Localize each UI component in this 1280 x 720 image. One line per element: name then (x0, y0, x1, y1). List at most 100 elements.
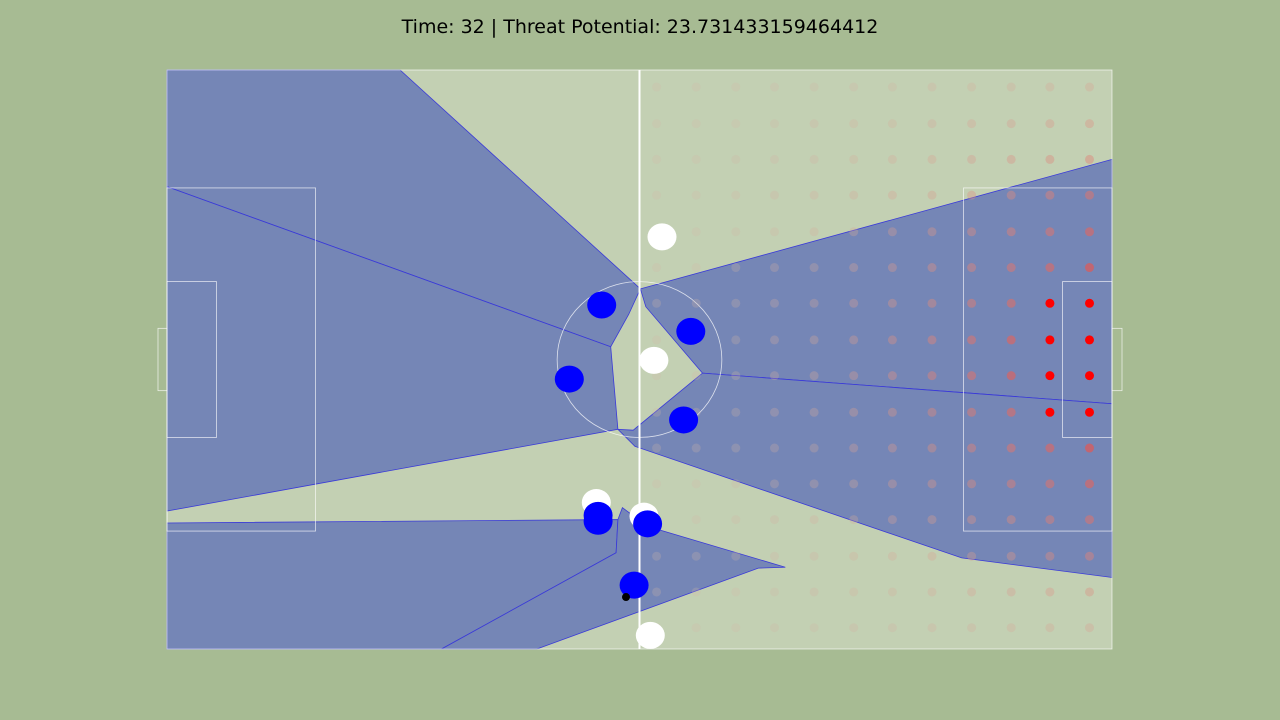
threat-cell (887, 479, 897, 489)
threat-cell (1085, 227, 1094, 237)
threat-cell (849, 154, 859, 164)
threat-cell (691, 515, 701, 525)
threat-cell (731, 263, 741, 273)
threat-cell (927, 623, 937, 633)
control-regions (166, 69, 1113, 650)
threat-cell (927, 587, 937, 597)
threat-cell (1045, 443, 1055, 453)
threat-cell (927, 551, 937, 561)
threat-cell (1045, 407, 1055, 417)
threat-cell (731, 479, 741, 489)
blue-player (587, 291, 617, 319)
threat-cell (731, 623, 741, 633)
threat-cell (809, 263, 819, 273)
threat-cell (691, 298, 701, 308)
threat-cell (1045, 587, 1055, 597)
threat-cell (967, 479, 977, 489)
threat-cell (1085, 298, 1094, 308)
threat-cell (809, 551, 819, 561)
threat-cell (849, 407, 859, 417)
threat-cell (1045, 82, 1055, 92)
threat-cell (809, 479, 819, 489)
threat-cell (849, 623, 859, 633)
threat-cell (927, 190, 937, 200)
white-player (647, 223, 677, 251)
blue-player (676, 317, 706, 345)
threat-cell (809, 623, 819, 633)
threat-cell (887, 190, 897, 200)
threat-cell (691, 119, 701, 129)
threat-cell (770, 82, 779, 92)
threat-cell (1045, 190, 1055, 200)
threat-cell (770, 263, 779, 273)
goal-right (1111, 327, 1123, 392)
threat-cell (927, 298, 937, 308)
threat-cell (691, 443, 701, 453)
threat-cell (1006, 623, 1016, 633)
threat-cell (1045, 335, 1055, 345)
threat-cell (887, 227, 897, 237)
threat-cell (927, 227, 937, 237)
threat-cell (691, 623, 701, 633)
threat-cell (849, 263, 859, 273)
threat-cell (691, 587, 701, 597)
threat-cell (1006, 407, 1016, 417)
threat-cell (967, 515, 977, 525)
threat-cell (1006, 371, 1016, 381)
threat-cell (1045, 119, 1055, 129)
blue-player (633, 510, 663, 538)
blue-player (554, 365, 584, 393)
threat-cell (1006, 154, 1016, 164)
threat-cell (887, 623, 897, 633)
threat-cell (1045, 479, 1055, 489)
threat-cell (927, 479, 937, 489)
threat-cell (652, 82, 662, 92)
threat-cell (691, 263, 701, 273)
threat-cell (887, 551, 897, 561)
blue-player (669, 406, 699, 434)
threat-cell (652, 263, 662, 273)
threat-cell (770, 154, 779, 164)
threat-cell (691, 227, 701, 237)
threat-cell (731, 551, 741, 561)
threat-cell (1045, 298, 1055, 308)
threat-cell (927, 443, 937, 453)
threat-cell (770, 443, 779, 453)
players (554, 223, 706, 649)
blue-player (583, 507, 613, 535)
threat-cell (967, 443, 977, 453)
white-player (635, 621, 665, 649)
threat-cell (1006, 82, 1016, 92)
threat-cell (1006, 190, 1016, 200)
threat-cell (1085, 371, 1094, 381)
threat-cell (927, 119, 937, 129)
threat-cell (809, 587, 819, 597)
threat-cell (731, 587, 741, 597)
threat-cell (887, 154, 897, 164)
threat-cell (770, 119, 779, 129)
threat-cell (1085, 119, 1094, 129)
threat-cell (927, 82, 937, 92)
threat-cell (770, 190, 779, 200)
threat-cell (809, 227, 819, 237)
threat-cell (927, 515, 937, 525)
threat-cell (967, 335, 977, 345)
goal-left (157, 327, 168, 392)
threat-cell (849, 298, 859, 308)
threat-cell (849, 551, 859, 561)
blue-player (619, 571, 649, 599)
threat-cell (1006, 227, 1016, 237)
threat-cell (691, 190, 701, 200)
threat-cell (731, 443, 741, 453)
threat-cell (967, 298, 977, 308)
threat-cell (1085, 407, 1094, 417)
threat-cell (967, 263, 977, 273)
threat-grid (652, 82, 1094, 633)
threat-cell (1006, 443, 1016, 453)
threat-cell (849, 82, 859, 92)
threat-cell (887, 587, 897, 597)
threat-cell (1085, 263, 1094, 273)
threat-cell (770, 479, 779, 489)
threat-cell (927, 263, 937, 273)
threat-cell (1045, 154, 1055, 164)
